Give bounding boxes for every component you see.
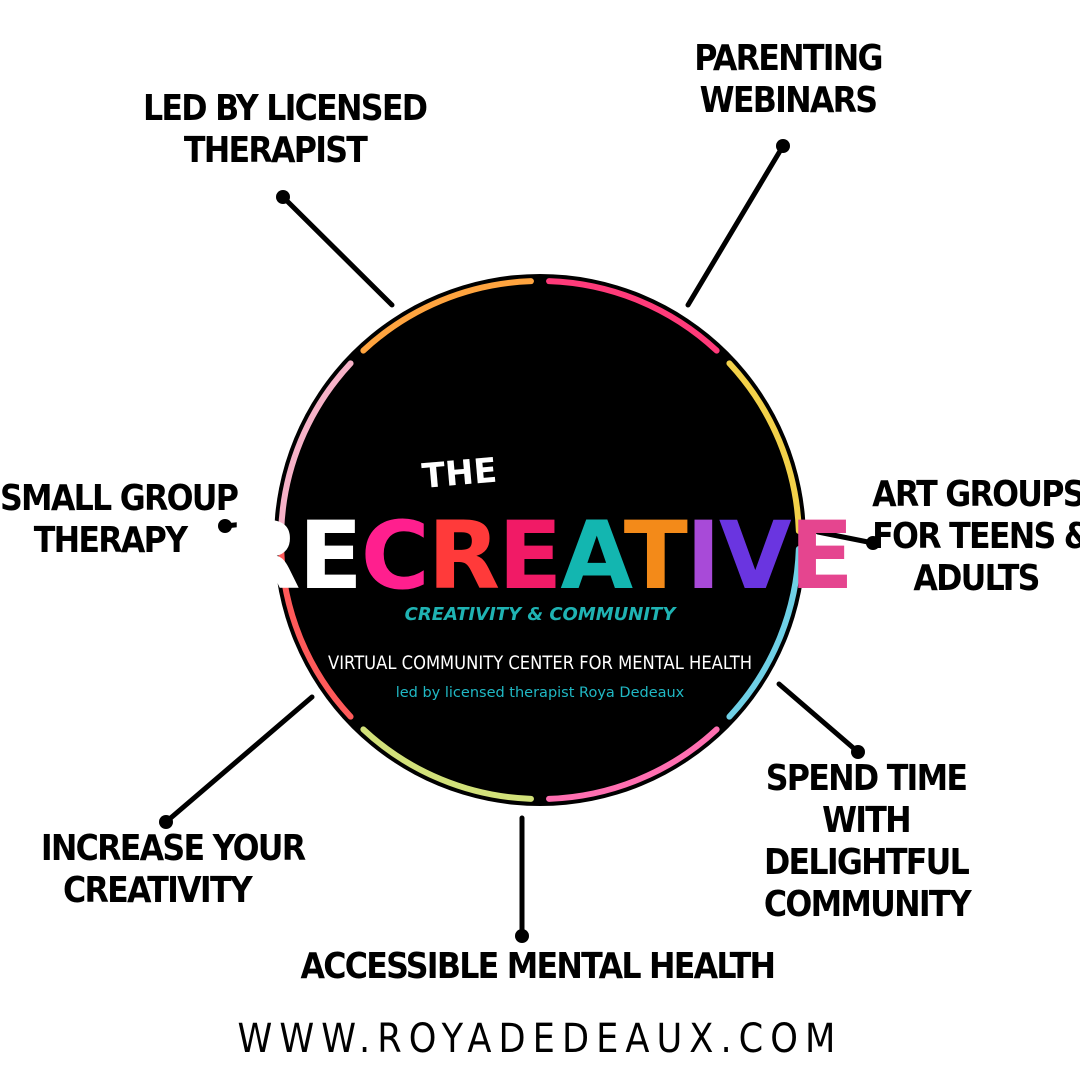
logo-title-letter: E	[498, 502, 560, 611]
dot-accessible	[515, 929, 529, 943]
label-line: SPEND TIME	[765, 758, 968, 799]
logo-title-letter: A	[560, 502, 633, 611]
label-line: THERAPY	[33, 520, 188, 561]
label-line: DELIGHTFUL	[764, 842, 970, 883]
label-line: CREATIVITY	[62, 870, 253, 911]
label-line: COMMUNITY	[763, 884, 972, 925]
website-url[interactable]: WWW.ROYADEDEAUX.COM	[237, 1016, 843, 1062]
dot-spend-time	[851, 745, 865, 759]
logo-circle: THE RECREATIVE CREATIVITY & COMMUNITY VI…	[228, 274, 854, 806]
ring-segment	[546, 278, 720, 354]
ring-segment	[278, 360, 354, 534]
connector-spend-time	[776, 681, 861, 755]
label-line: WEBINARS	[699, 80, 878, 121]
label-parenting-webinars: PARENTING WEBINARS	[682, 38, 893, 122]
label-line: ART GROUPS	[872, 474, 1080, 515]
dot-led-by	[276, 190, 290, 204]
logo-credit: led by licensed therapist Roya Dedeaux	[396, 685, 685, 701]
label-led-by-licensed-therapist: LED BY LICENSED THERAPIST	[143, 88, 428, 172]
dot-increase	[159, 815, 173, 829]
logo-title-letter: I	[686, 502, 719, 611]
logo-title-letter: E	[790, 502, 852, 611]
connector-led-by	[280, 194, 395, 308]
label-line: ACCESSIBLE MENTAL HEALTH	[300, 946, 775, 987]
label-line: FOR TEENS &	[872, 516, 1080, 557]
dot-parenting	[776, 139, 790, 153]
logo-tagline: CREATIVITY & COMMUNITY	[405, 604, 678, 625]
label-line: INCREASE YOUR	[40, 828, 306, 869]
label-accessible-mental-health: ACCESSIBLE MENTAL HEALTH	[300, 946, 775, 988]
logo-title-letter: R	[228, 502, 299, 611]
ring-segment	[360, 278, 534, 354]
logo-title-letter: R	[428, 502, 499, 611]
ring-segment	[360, 726, 534, 802]
label-line: LED BY LICENSED	[143, 88, 428, 129]
dot-art-groups	[866, 536, 880, 550]
connector-increase	[163, 694, 315, 825]
logo-title-letter: C	[361, 502, 428, 611]
ring-segment	[726, 360, 802, 534]
label-art-groups: ART GROUPS FOR TEENS & ADULTS	[872, 474, 1080, 600]
connector-art-groups	[815, 529, 876, 546]
label-increase-creativity: INCREASE YOUR CREATIVITY	[40, 828, 306, 912]
ring-segment	[726, 546, 802, 720]
dot-small-group	[218, 519, 232, 533]
label-line: THERAPIST	[183, 130, 368, 171]
connectors	[163, 143, 876, 939]
ring-segment	[546, 726, 720, 802]
connector-parenting	[685, 143, 786, 308]
logo-title-letter: E	[299, 502, 361, 611]
logo-title: RECREATIVE	[228, 502, 852, 611]
label-line: PARENTING	[694, 38, 883, 79]
logo-title-letter: V	[719, 502, 792, 611]
logo-subtitle: VIRTUAL COMMUNITY CENTER FOR MENTAL HEAL…	[328, 653, 752, 674]
label-line: WITH	[822, 800, 912, 841]
logo-the: THE	[420, 451, 498, 497]
label-small-group-therapy: SMALL GROUP THERAPY	[0, 478, 239, 562]
logo-color-ring	[278, 278, 802, 802]
logo-inner-disc	[287, 287, 793, 793]
ring-segment	[278, 546, 354, 720]
connector-dots	[159, 139, 880, 943]
label-spend-time-community: SPEND TIME WITH DELIGHTFUL COMMUNITY	[763, 758, 972, 926]
label-line: SMALL GROUP	[0, 478, 239, 519]
logo-title-letter: T	[624, 502, 688, 611]
label-line: ADULTS	[913, 558, 1040, 599]
